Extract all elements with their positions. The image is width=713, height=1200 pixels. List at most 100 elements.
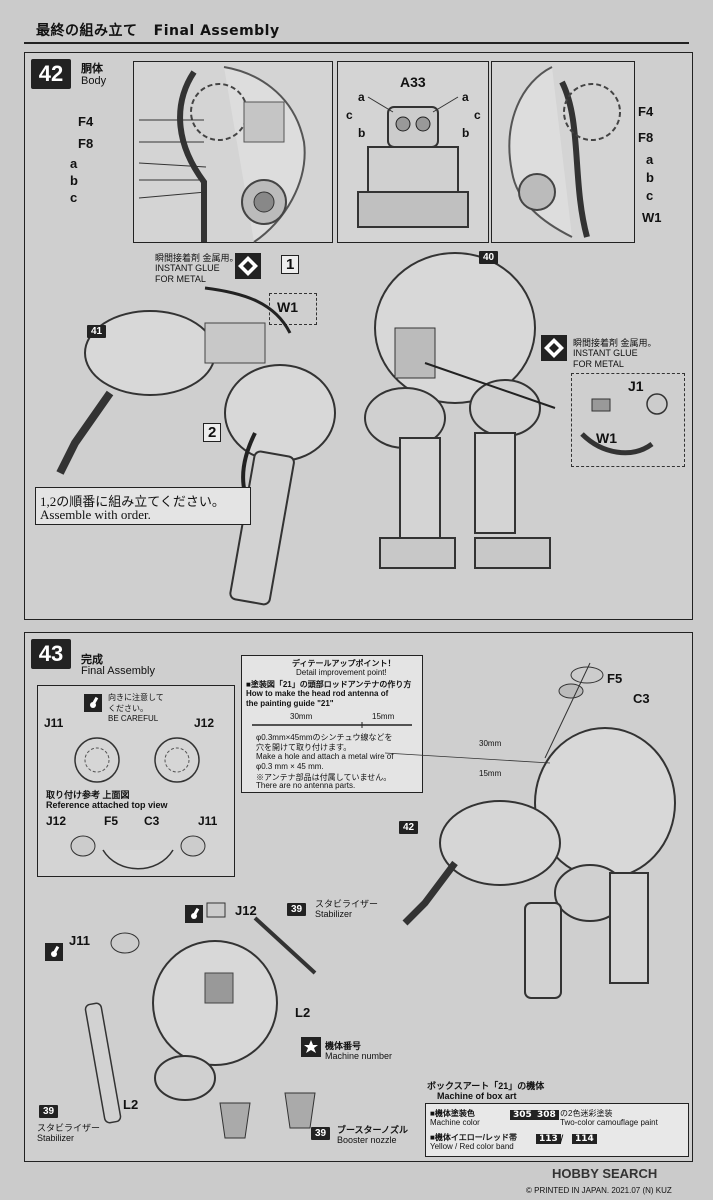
head-top-view-drawing [70,835,206,870]
order-1: 1 [281,255,300,274]
completed-machine-drawing [384,662,676,999]
ref-j12: J12 [46,814,67,828]
step-number-43: 43 [31,639,71,669]
body-wiring-right-drawing [508,66,621,238]
boxart-title-jp: ボックスアート「21」の機体 [427,1081,545,1091]
part-39-top: 39 [287,903,307,916]
assemble-order-note: 1,2の順番に組み立てください。 Assemble with order. [35,487,251,525]
label-j1: J1 [628,378,644,394]
detail-jp4: 穴を開けて取り付けます。 [256,743,352,752]
boxart-color-box: ■機体塗装色 Machine color 305 308 の2色迷彩塗装 Two… [425,1103,689,1157]
detail-jp5: ※アンテナ部品は付属していません。 [256,773,392,782]
order-2: 2 [203,423,222,442]
arm-assembly-drawing [56,286,336,606]
label-w1-b: W1 [596,430,617,446]
machine-number-jp: 機体番号 [325,1041,362,1051]
label-b: b [70,173,78,188]
lower-j12: J12 [235,903,257,918]
detail-en5: φ0.3 mm × 45 mm. [256,762,324,771]
color-308: 308 [534,1110,559,1120]
right-15mm: 15mm [479,769,502,778]
step-name-jp: 胴体 [81,63,103,75]
step-name-en: Body [81,75,107,87]
j11-j12-parts-drawing [74,737,200,783]
detail-15mm: 15mm [372,712,395,721]
title-en: Final Assembly [153,23,280,39]
step-43-name-jp: 完成 [81,654,103,666]
machine-color-jp: ■機体塗装色 [430,1109,475,1118]
color-113: 113 [536,1134,561,1144]
right-f5: F5 [607,671,623,686]
glue-note-1-en1: INSTANT GLUE [155,263,220,273]
detail-inset-right: F4 F8 a b c W1 [491,61,662,243]
center-right-b: b [462,126,470,140]
glue-note-2-en2: FOR METAL [573,359,624,369]
stabilizer-en: Stabilizer [315,909,353,919]
center-left-c: c [346,108,353,122]
reference-top-view-box: 向きに注意して ください。 BE CAREFUL J11 J12 取り付け参考 … [37,685,235,877]
part-40: 40 [479,251,499,264]
booster-assembly-drawing [84,902,317,1139]
label-l2-b: L2 [123,1097,139,1112]
label-w1: W1 [277,299,298,315]
star-icon [301,1037,321,1057]
label-l2-a: L2 [295,1005,311,1020]
color-305: 305 [510,1110,535,1120]
band-color-jp: ■機体イエロー/レッド帯 [430,1133,517,1142]
body-assembly-drawing [364,252,556,569]
step-43-panel: 43 完成 Final Assembly 向きに注意して ください。 BE CA… [24,632,693,1162]
band-color-en: Yellow / Red color band [430,1142,514,1151]
ref-en: Reference attached top view [46,800,168,810]
detail-inset-center: A33 a c b a c b [337,61,489,243]
color-114: 114 [572,1134,597,1144]
ref-jp: 取り付け参考 上面図 [46,790,130,800]
detail-point-box: ディテールアップポイント！ Detail improvement point! … [241,655,423,793]
stabilizer-jp: スタビライザー [315,899,379,909]
detail-jp1: ディテールアップポイント！ [292,659,396,668]
label-c: c [70,190,78,205]
center-right-c: c [474,108,481,122]
right-b: b [646,170,654,185]
label-j12: J12 [194,716,215,730]
detail-jp2: ■塗装図「21」の頭部ロッドアンテナの作り方 [246,680,412,689]
detail-en4: Make a hole and attach a metal wire of [256,752,394,761]
lower-j11: J11 [69,933,90,948]
right-w1: W1 [642,210,662,225]
part-39-left: 39 [39,1105,59,1118]
right-a: a [646,152,654,167]
ref-c3: C3 [144,814,160,828]
glue-note-1-en2: FOR METAL [155,274,206,284]
caution-icon-2 [185,905,203,923]
label-f8: F8 [78,136,94,151]
part-39-booster: 39 [311,1127,331,1140]
caution-icon [84,694,102,712]
boxart-title-en: Machine of box art [437,1091,517,1101]
part-a33: A33 [400,74,426,90]
right-f4: F4 [638,104,654,119]
center-left-a: a [358,90,365,104]
label-j11: J11 [44,716,64,730]
head-unit-drawing [357,96,469,228]
glue-note-1-jp: 瞬間接着剤 金属用。 [155,253,239,263]
center-left-b: b [358,126,366,140]
note-jp: 1,2の順番に組み立てください。 [40,494,225,509]
label-a: a [70,156,78,171]
step-43-name-en: Final Assembly [81,665,155,677]
wire-inset: J1 W1 [571,373,685,467]
wire-w1-drawing [580,393,668,456]
label-f4: F4 [78,114,94,129]
caution-icon-3 [45,943,63,961]
step-42-panel: 42 胴体 Body F4 F8 a b c [24,52,693,620]
machine-color-en: Machine color [430,1118,480,1127]
booster-en: Booster nozzle [337,1135,397,1145]
right-c3: C3 [633,691,650,706]
careful-jp1: 向きに注意して [108,693,164,702]
detail-en2: How to make the head rod antenna of [246,689,389,698]
glue-note-2-en1: INSTANT GLUE [573,348,638,358]
step-number: 42 [31,59,71,89]
stabilizer2-jp: スタビライザー [37,1123,101,1133]
ref-j11: J11 [198,814,218,828]
detail-en1: Detail improvement point! [296,668,387,677]
title-jp: 最終の組み立て [36,23,138,39]
